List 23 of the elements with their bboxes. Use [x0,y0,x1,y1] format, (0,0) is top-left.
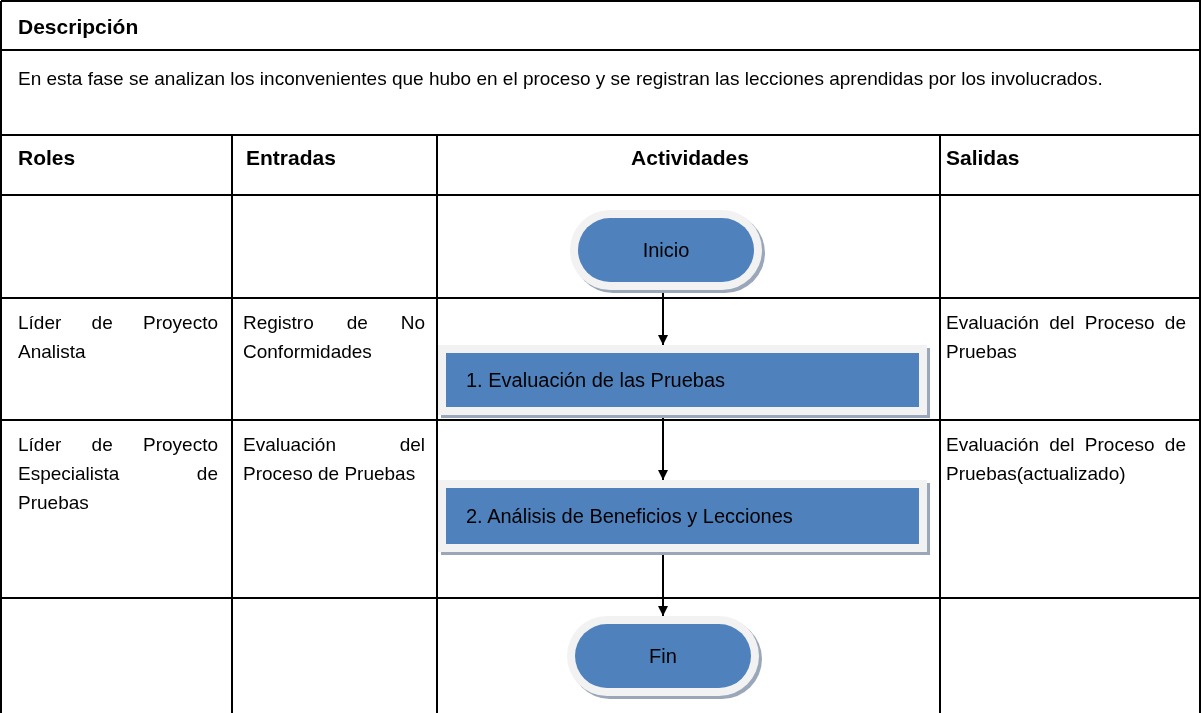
cell-text: Evaluación del Proceso de Pruebas(actualizado) [946,433,1186,486]
arrow [658,554,668,617]
node-text: 1. Evaluación de las Pruebas [466,368,726,392]
cell-text: Registro de No Conformidades [243,311,425,364]
column-header: Entradas [246,145,337,171]
node-text: 2. Análisis de Beneficios y Lecciones [466,504,793,528]
cell-text: Evaluación del Proceso de Pruebas [243,433,425,486]
column-header: Actividades [630,145,750,171]
cell-text: Líder de Proyecto Especialista de Pruebas [18,433,218,515]
cell-text: Líder de Proyecto Analista [18,311,218,364]
arrow [658,417,668,481]
process-box [438,480,927,552]
section-heading: Descripción [18,14,140,40]
terminal-shape [567,616,759,696]
column-header: Salidas [946,145,1021,171]
description-text: En esta fase se analizan los inconvenientes que hubo en el proceso y se registran las lecciones aprendidas por los involucrados. [18,67,1104,91]
terminal-shape [570,210,762,290]
node-text: Inicio [642,238,690,262]
node-text: Fin [649,644,677,668]
cell-text: Evaluación del Proceso de Pruebas [946,311,1186,364]
arrow [658,292,668,346]
process-box [438,345,927,415]
column-header: Roles [18,145,77,171]
